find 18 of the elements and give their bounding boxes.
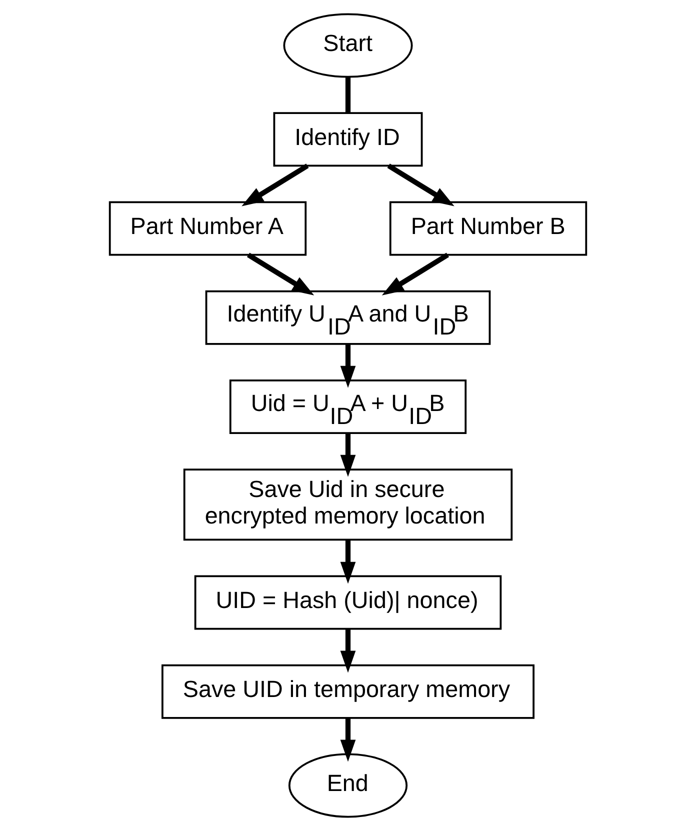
arrow xyxy=(340,344,356,388)
arrow xyxy=(382,252,450,296)
node-box: Part Number B xyxy=(389,201,588,256)
arrow xyxy=(340,433,356,477)
node-ellipse: End xyxy=(288,753,408,818)
connector xyxy=(345,76,351,113)
node-ellipse: Start xyxy=(283,13,413,78)
arrow xyxy=(246,252,314,296)
node-box: Save Uid in secure encrypted memory location xyxy=(183,468,513,541)
arrow xyxy=(340,718,356,762)
node-box: Save UID in temporary memory xyxy=(162,664,534,719)
node-box: Part Number A xyxy=(108,201,307,256)
node-box: UID = Hash (Uid)| nonce) xyxy=(194,575,502,630)
arrow xyxy=(340,628,356,673)
node-box: Identify ID xyxy=(273,112,423,167)
arrow xyxy=(242,164,309,206)
arrow xyxy=(387,164,454,206)
arrow xyxy=(340,540,356,584)
